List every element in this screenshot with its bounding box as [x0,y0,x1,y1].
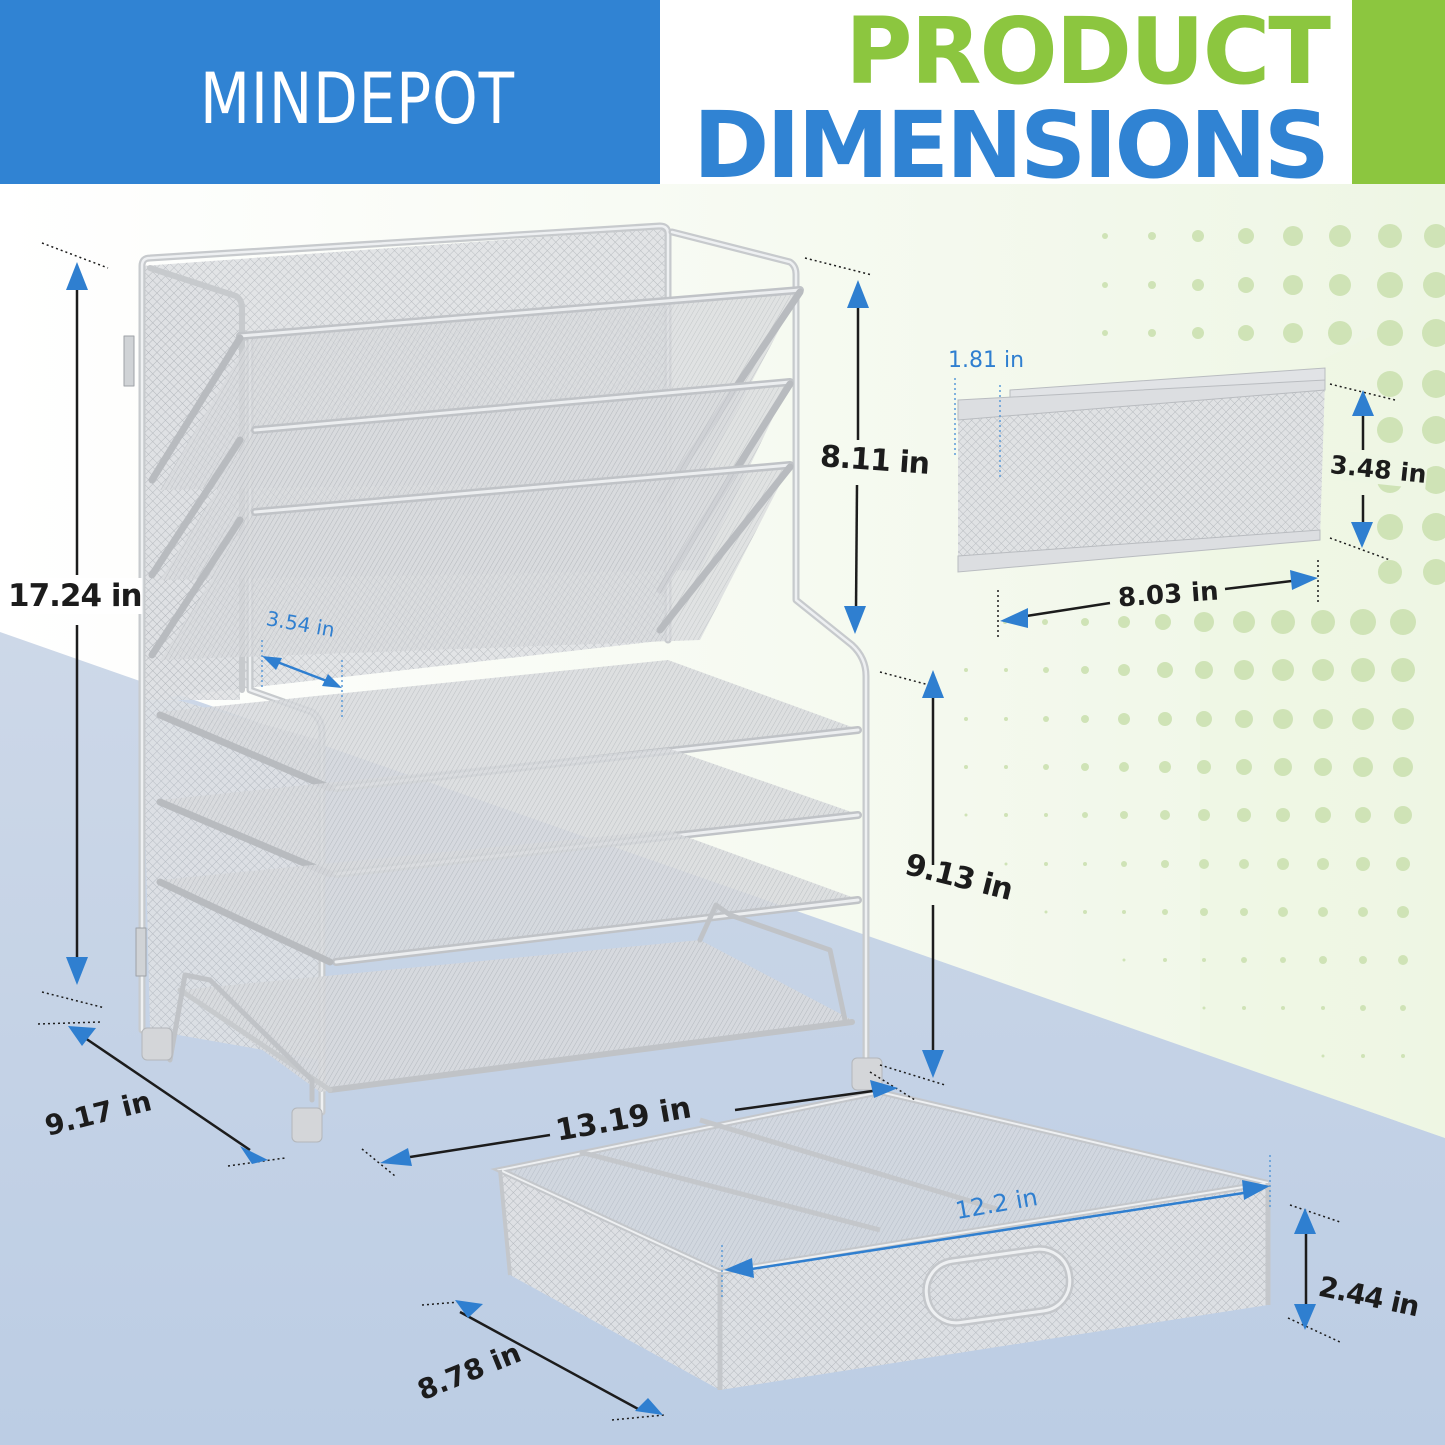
blue-extension-lines [261,378,1271,1300]
title-product: PRODUCT [845,0,1331,105]
brand-name: MINDEPOT [200,58,515,140]
title-dimensions: DIMENSIONS [693,92,1330,199]
dimension-lines [75,280,1365,1412]
drawer-illustration [490,1088,1271,1390]
label-upper-height: 8.11 in [818,439,931,482]
hanging-basket-illustration [957,367,1326,573]
label-total-height: 17.24 in [8,578,143,614]
blue-dimension-lines [271,658,1251,1272]
arrowheads [66,262,1374,1415]
main-organizer-illustration [123,222,883,1143]
green-accent-bar [1352,0,1445,184]
extension-lines [37,242,1396,1421]
dot-pattern [964,224,1445,1058]
brand-banner [0,0,660,184]
label-basket-depth: 1.81 in [948,348,1025,373]
